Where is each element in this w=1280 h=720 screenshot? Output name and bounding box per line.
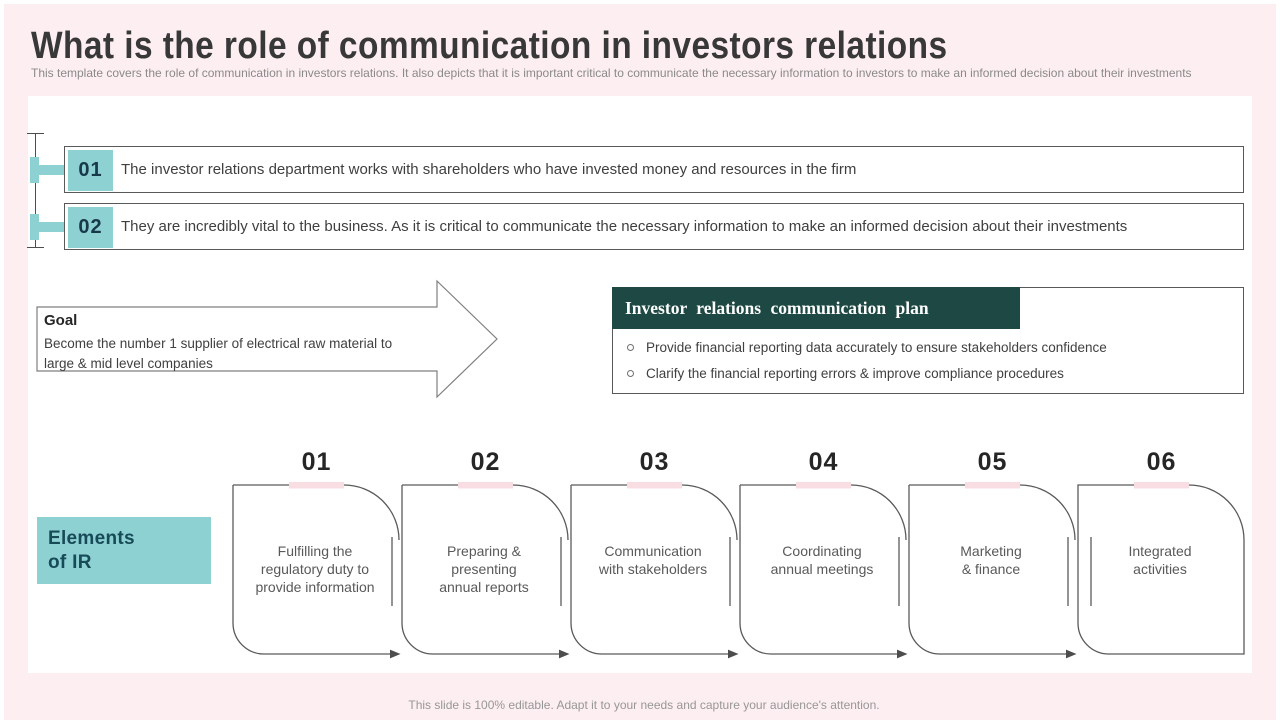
- curved-tag-outline-closed: [1077, 482, 1245, 655]
- slide-background: What is the role of communication in inv…: [4, 4, 1276, 720]
- plan-bullet-2: Clarify the financial reporting errors &…: [627, 366, 1227, 381]
- goal-description: Become the number 1 supplier of electric…: [44, 336, 393, 371]
- number-chip-01: 01: [68, 150, 113, 191]
- right-arrow-outline: [36, 279, 498, 399]
- step-shape: Marketing & finance: [908, 482, 1077, 682]
- elements-of-ir-label: Elements of IR: [37, 517, 211, 584]
- intro-text-1: The investor relations department works …: [121, 161, 857, 178]
- curved-tag-outline-with-arrow: [401, 482, 570, 659]
- circle-bullet-icon: [627, 370, 634, 377]
- plan-bullet-1: Provide financial reporting data accurat…: [627, 340, 1227, 355]
- intro-text-2: They are incredibly vital to the busines…: [121, 218, 1128, 235]
- step-number: 03: [639, 447, 670, 476]
- curved-tag-outline-with-arrow: [908, 482, 1077, 659]
- bracket-top-tick: [27, 133, 44, 134]
- step-number: 04: [808, 447, 839, 476]
- dimension-bracket-line: [27, 133, 44, 248]
- process-step-3: 03 Communication with stakeholders: [570, 442, 739, 682]
- step-number: 02: [470, 447, 501, 476]
- process-step-6: 06 Integrated activities: [1077, 442, 1246, 682]
- bracket-bottom-tick: [27, 247, 44, 248]
- step-label: Integrated activities: [1128, 543, 1192, 578]
- process-step-5: 05 Marketing & finance: [908, 442, 1077, 682]
- slide-subtitle: This template covers the role of communi…: [31, 66, 1192, 80]
- step-number: 01: [301, 447, 332, 476]
- intro-box-1: 01 The investor relations department wor…: [64, 146, 1244, 193]
- step-shape: Fulfilling the regulatory duty to provid…: [232, 482, 401, 682]
- step-label: Coordinating annual meetings: [770, 543, 874, 578]
- step-shape: Coordinating annual meetings: [739, 482, 908, 682]
- step-shape: Integrated activities: [1077, 482, 1246, 682]
- number-chip-02: 02: [68, 207, 113, 248]
- goal-heading: Goal: [44, 312, 78, 329]
- process-step-2: 02 Preparing & presenting annual reports: [401, 442, 570, 682]
- circle-bullet-icon: [627, 344, 634, 351]
- process-step-1: 01 Fulfilling the regulatory duty to pro…: [232, 442, 401, 682]
- teal-connector-cap: [30, 157, 39, 183]
- plan-header: Investor relations communication plan: [612, 287, 1020, 329]
- curved-tag-outline-with-arrow: [739, 482, 908, 659]
- step-shape: Communication with stakeholders: [570, 482, 739, 682]
- communication-plan-box: Investor relations communication plan Pr…: [612, 287, 1244, 394]
- step-number: 06: [1146, 447, 1177, 476]
- page-title: What is the role of communication in inv…: [31, 25, 948, 67]
- intro-point-row-2: 02 They are incredibly vital to the busi…: [30, 203, 1244, 250]
- step-shape: Preparing & presenting annual reports: [401, 482, 570, 682]
- plan-bullet-list: Provide financial reporting data accurat…: [627, 340, 1227, 392]
- step-label: Marketing & finance: [960, 543, 1022, 578]
- step-label: Fulfilling the regulatory duty to provid…: [255, 543, 375, 596]
- footer-note: This slide is 100% editable. Adapt it to…: [408, 698, 880, 712]
- step-label: Communication with stakeholders: [598, 543, 708, 578]
- intro-box-2: 02 They are incredibly vital to the busi…: [64, 203, 1244, 250]
- intro-point-row-1: 01 The investor relations department wor…: [30, 146, 1244, 193]
- plan-bullet-text: Provide financial reporting data accurat…: [646, 340, 1107, 355]
- goal-arrow-shape: Goal Become the number 1 supplier of ele…: [34, 274, 504, 404]
- curved-tag-outline-with-arrow: [232, 482, 401, 659]
- curved-tag-outline-with-arrow: [570, 482, 739, 659]
- plan-bullet-text: Clarify the financial reporting errors &…: [646, 366, 1064, 381]
- process-step-4: 04 Coordinating annual meetings: [739, 442, 908, 682]
- step-number: 05: [977, 447, 1008, 476]
- step-label: Preparing & presenting annual reports: [439, 543, 529, 596]
- process-row: 01 Fulfilling the regulatory duty to pro…: [232, 442, 1246, 682]
- teal-connector-cap: [30, 214, 39, 240]
